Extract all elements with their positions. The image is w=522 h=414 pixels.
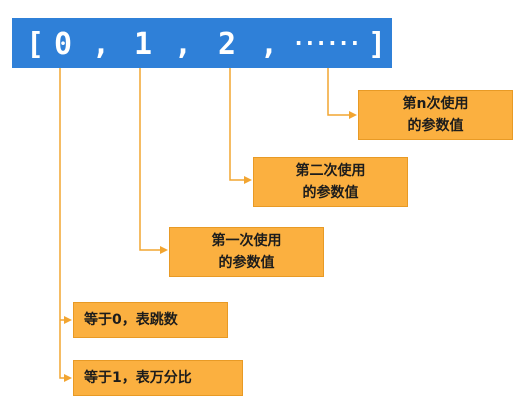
second-use-line1: 第二次使用 <box>295 163 366 179</box>
array-ellipsis: ······ <box>292 32 361 57</box>
connector-index-n <box>327 68 357 119</box>
array-separator: , <box>92 27 111 62</box>
first-use-line1: 第一次使用 <box>211 233 282 249</box>
second-use-line2: 的参数值 <box>302 185 359 201</box>
nth-use-line1: 第n次使用 <box>402 96 469 112</box>
first-use-line2: 的参数值 <box>218 255 275 271</box>
nth-use-box: 第n次使用 的参数值 <box>358 90 513 140</box>
equals-zero-box: 等于0，表跳数 <box>73 302 228 338</box>
array-separator: , <box>260 27 279 62</box>
open-bracket: [ <box>26 27 45 62</box>
array-item-2: 2 <box>218 27 237 62</box>
connector-index-0 <box>59 68 72 382</box>
nth-use-line2: 的参数值 <box>407 118 464 134</box>
first-use-box: 第一次使用 的参数值 <box>169 227 324 277</box>
connector-index-1 <box>139 68 168 254</box>
second-use-box: 第二次使用 的参数值 <box>253 157 408 207</box>
array-bar: [ 0 , 1 , 2 , ······ ] <box>12 18 392 68</box>
equals-one-text: 等于1，表万分比 <box>84 370 192 386</box>
array-item-1: 1 <box>134 27 153 62</box>
connector-index-2 <box>229 68 252 184</box>
array-separator: , <box>174 27 193 62</box>
equals-zero-text: 等于0，表跳数 <box>84 312 178 328</box>
close-bracket: ] <box>368 27 387 62</box>
array-item-0: 0 <box>54 27 73 62</box>
equals-one-box: 等于1，表万分比 <box>73 360 243 396</box>
